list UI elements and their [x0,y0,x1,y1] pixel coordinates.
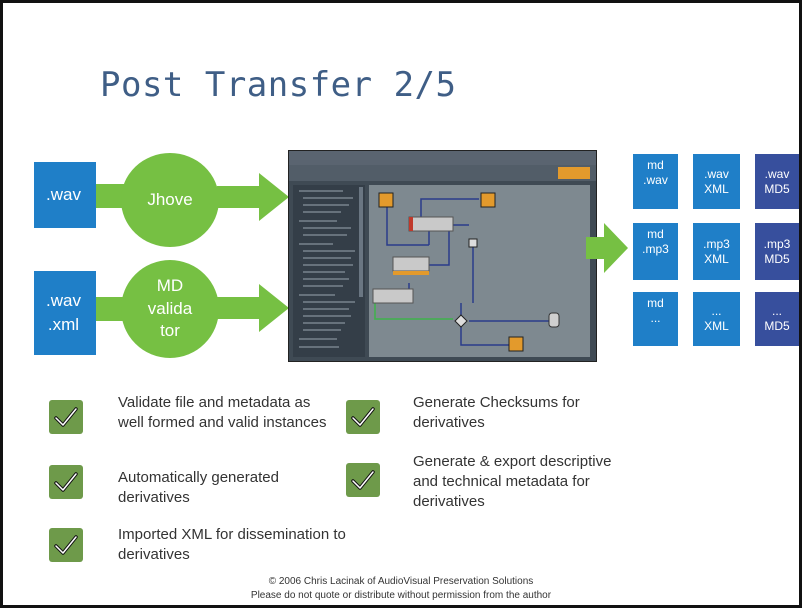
arrow-head [259,284,289,332]
output-md-mp3: md .mp3 [633,223,678,280]
output-other-xml: ... XML [693,292,740,346]
bullet-validate: Validate file and metadata as well forme… [118,394,327,431]
output-md-other: md ... [633,292,678,346]
check-icon [49,465,83,499]
workflow-diagram [372,192,560,352]
bullet-checksums: Generate Checksums for derivatives [413,394,580,431]
footer: © 2006 Chris Lacinak of AudioVisual Pres… [3,575,799,602]
tool-circle-md-validator: MD valida tor [121,260,219,358]
arrow-shaft [586,237,604,259]
check-icon [346,400,380,434]
bullet-metadata-export: Generate & export descriptive and techni… [413,453,612,510]
bullet-derivatives: Automatically generated derivatives [118,469,279,506]
footer-notice: Please do not quote or distribute withou… [250,589,552,601]
output-mp3-xml: .mp3 XML [693,223,740,280]
footer-copyright: © 2006 Chris Lacinak of AudioVisual Pres… [268,576,534,587]
tree-lines [299,187,363,348]
check-icon [49,528,83,562]
app-canvas [369,185,590,357]
arrow-shaft [217,186,259,208]
output-mp3-md5: .mp3 MD5 [755,223,799,280]
output-wav-xml: .wav XML [693,154,740,209]
app-toolbar [289,165,596,181]
input-box-wav-xml: .wav .xml [34,271,96,355]
check-icon [346,463,380,497]
workflow-app-screenshot [288,150,597,362]
app-tree-panel [293,185,365,357]
arrow-head [259,173,289,221]
output-md-wav: md .wav [633,154,678,209]
output-wav-md5: .wav MD5 [755,154,799,209]
input-box-wav: .wav [34,162,96,228]
arrow-shaft [217,297,259,319]
app-logo [558,167,590,179]
app-menubar [289,151,596,165]
output-other-md5: ... MD5 [755,292,799,346]
arrow-head [604,223,628,273]
slide-title: Post Transfer 2/5 [100,65,457,105]
bullet-imported-xml: Imported XML for dissemination to deriva… [118,526,346,563]
tool-circle-jhove: Jhove [121,153,219,247]
check-icon [49,400,83,434]
